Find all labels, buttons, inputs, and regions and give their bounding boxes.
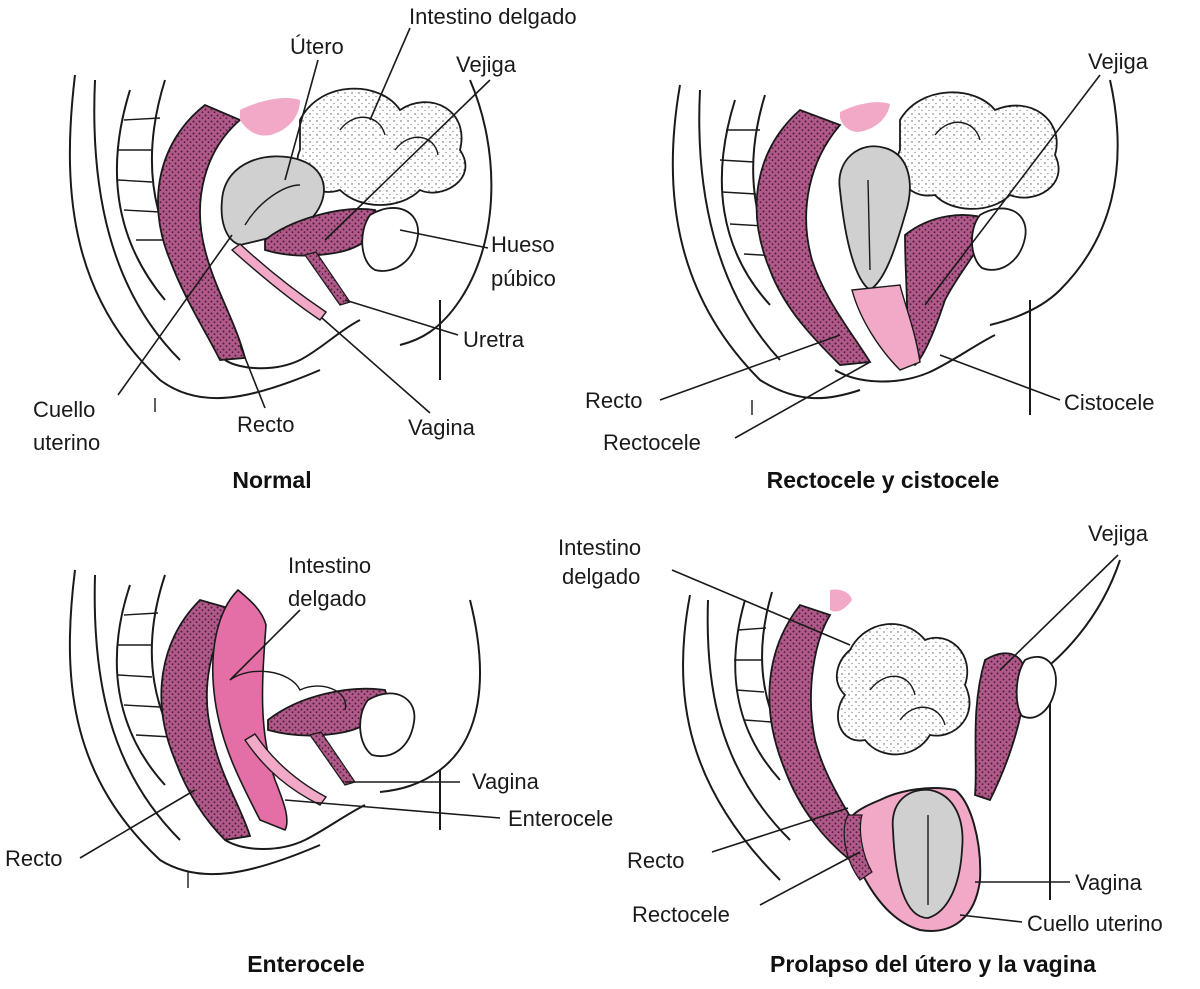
vagina [230, 243, 328, 321]
rectum [157, 103, 247, 361]
caption-rectocele-cistocele: Rectocele y cistocele [767, 467, 1000, 493]
label-small-intestine-3a: Intestino [288, 553, 371, 578]
sacrum [115, 79, 201, 301]
label-cystocele: Cistocele [1064, 390, 1154, 415]
caption-normal: Normal [232, 467, 311, 493]
caption-prolapse: Prolapso del útero y la vagina [770, 951, 1096, 977]
panel-normal: Intestino delgado Útero Vejiga Hueso púb… [33, 4, 577, 493]
label-small-intestine-4b: delgado [562, 564, 640, 589]
small-intestine [296, 87, 467, 206]
rectum-2 [755, 108, 872, 366]
enterocele-intestine [212, 588, 288, 832]
label-bladder-2: Vejiga [1088, 49, 1149, 74]
panel-prolapse: Intestino delgado Vejiga Recto Rectocele… [558, 521, 1163, 977]
label-rectum-3: Recto [5, 846, 62, 871]
label-rectum-2: Recto [585, 388, 642, 413]
pubic-bone-2 [971, 207, 1027, 271]
label-cervix-2: uterino [33, 430, 100, 455]
panel-rectocele-cistocele: Vejiga Recto Rectocele Cistocele Rectoce… [585, 49, 1154, 493]
label-bladder-4: Vejiga [1088, 521, 1149, 546]
label-rectocele: Rectocele [603, 430, 701, 455]
urethra [304, 251, 351, 306]
urethra-3 [309, 731, 356, 786]
uterus-2 [838, 145, 911, 292]
label-urethra: Uretra [463, 327, 525, 352]
label-vagina-4: Vagina [1075, 870, 1143, 895]
small-intestine-2 [896, 91, 1060, 210]
label-pubic-bone-2: púbico [491, 266, 556, 291]
label-small-intestine-3b: delgado [288, 586, 366, 611]
label-pubic-bone-1: Hueso [491, 232, 555, 257]
label-rectocele-4: Rectocele [632, 902, 730, 927]
caption-enterocele: Enterocele [247, 951, 365, 977]
colon-tip-2 [840, 102, 890, 132]
bladder-4 [974, 652, 1027, 802]
label-small-intestine: Intestino delgado [409, 4, 577, 29]
label-bladder: Vejiga [456, 52, 517, 77]
rectocele-4 [843, 814, 873, 881]
label-cervix-4: Cuello uterino [1027, 911, 1163, 936]
panel-enterocele: Intestino delgado Vagina Enterocele Rect… [5, 553, 613, 977]
label-rectum: Recto [237, 412, 294, 437]
label-small-intestine-4a: Intestino [558, 535, 641, 560]
rectum-3 [160, 598, 252, 841]
small-intestine-4 [835, 623, 971, 756]
pubic-bone [361, 207, 419, 272]
vagina-3 [244, 733, 328, 806]
pubic-bone-4 [1015, 655, 1057, 719]
vagina-2 [851, 284, 921, 371]
label-rectum-4: Recto [627, 848, 684, 873]
label-uterus: Útero [290, 34, 344, 59]
pubic-bone-3 [359, 692, 416, 757]
label-vagina-3: Vagina [472, 769, 540, 794]
label-cervix-1: Cuello [33, 397, 95, 422]
colon-tip-4 [830, 589, 852, 612]
colon-tip [240, 98, 300, 136]
label-enterocele: Enterocele [508, 806, 613, 831]
label-vagina: Vagina [408, 415, 476, 440]
